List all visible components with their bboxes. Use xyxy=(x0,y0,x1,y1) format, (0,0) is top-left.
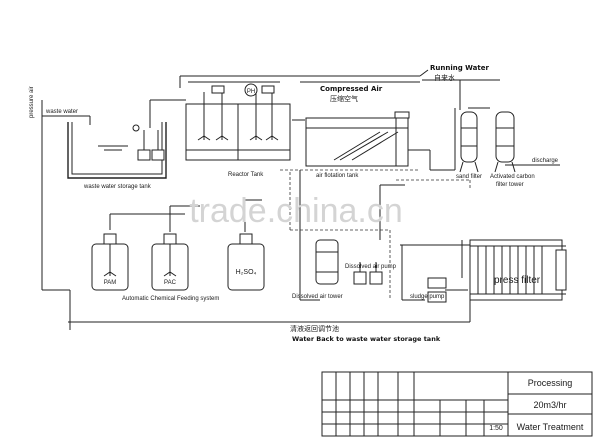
compressed-air-cn-label: 压缩空气 xyxy=(330,94,358,103)
project-label: Water Treatment xyxy=(517,422,584,432)
waste-water-storage-tank-label: waste water storage tank xyxy=(83,184,152,190)
chem-feeding-label: Automatic Chemical Feeding system xyxy=(122,296,219,302)
dissolved-air-pump xyxy=(353,262,383,285)
water-back-label: Water Back to waste water storage tank xyxy=(292,335,441,343)
sludge-pump xyxy=(427,277,447,303)
chemical-tank-pac xyxy=(151,233,189,291)
air-flotation-tank-label: air flotation tank xyxy=(316,173,359,179)
running-water-cn-label: 自来水 xyxy=(434,73,455,82)
discharge-label: discharge xyxy=(532,158,559,164)
scale-label: 1:50 xyxy=(489,425,503,432)
capacity-label: 20m3/hr xyxy=(533,400,566,410)
sludge-pump-label: sludge pump xyxy=(410,294,445,300)
labels: pressure air waste water waste water sto… xyxy=(29,64,559,343)
running-water-label: Running Water xyxy=(430,64,489,72)
press-filter xyxy=(469,239,567,301)
ph-meter-icon xyxy=(244,83,258,97)
sand-filter-label: sand filter xyxy=(456,174,482,180)
piping xyxy=(41,69,560,330)
ph-label: PH xyxy=(247,89,255,95)
processing-label: Processing xyxy=(528,378,573,388)
h2so4-label: H₂SO₄ xyxy=(236,269,257,276)
activated-carbon-filter-tower xyxy=(494,111,516,173)
reactor-tank-label: Reactor Tank xyxy=(228,172,264,178)
title-block: Processing 20m3/hr 1:50 Water Treatment xyxy=(321,371,593,437)
chemical-tank-h2so4 xyxy=(227,233,265,291)
pac-label: PAC xyxy=(164,280,177,286)
pam-label: PAM xyxy=(104,280,117,286)
dissolved-air-tower xyxy=(315,239,339,285)
press-filter-label: press filter xyxy=(494,275,541,286)
activated-carbon-label-2: filter tower xyxy=(496,182,524,188)
reactor-tank: PH xyxy=(185,83,291,161)
dissolved-air-tower-label: Dissolved air tower xyxy=(292,294,343,300)
waste-water-storage-tank xyxy=(67,122,167,179)
pressure-air-label: pressure air xyxy=(29,86,35,118)
air-flotation-tank xyxy=(305,111,410,167)
chemical-tank-pam xyxy=(91,233,129,291)
activated-carbon-label-1: Activated carbon xyxy=(490,174,535,180)
water-back-cn-label: 清液返回调节池 xyxy=(290,324,339,333)
watermark: trade.china.cn xyxy=(189,192,403,230)
dissolved-air-pump-label: Dissolved air pump xyxy=(345,264,397,270)
sand-filter xyxy=(459,111,479,173)
compressed-air-label: Compressed Air xyxy=(320,85,383,93)
waste-water-label: waste water xyxy=(45,109,78,115)
